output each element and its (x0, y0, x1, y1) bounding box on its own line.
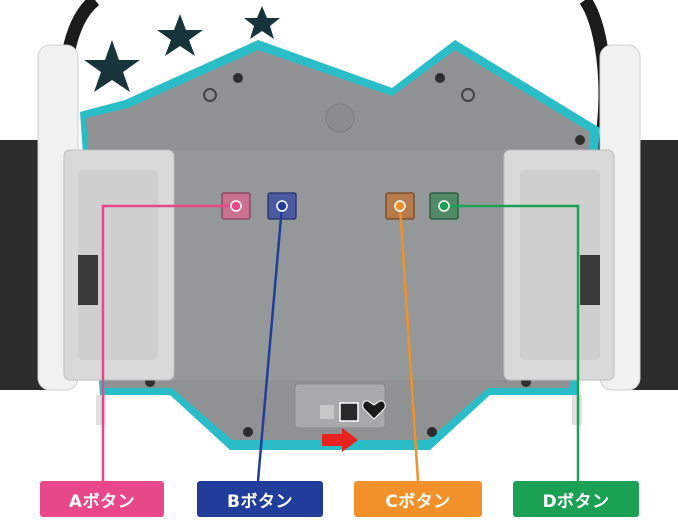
leader-line-b (256, 205, 284, 482)
leader-line-a (101, 204, 236, 481)
label-d-button: Dボタン (513, 481, 639, 517)
center-hole (325, 103, 355, 133)
leader-line-d (444, 204, 580, 481)
label-a-button: Aボタン (40, 481, 164, 517)
star-icon (84, 6, 280, 92)
right-earcup (503, 44, 678, 425)
label-c-button: Cボタン (354, 481, 482, 517)
arrow-right-icon (322, 428, 358, 452)
heart-icon (362, 400, 386, 420)
ring-holes (203, 88, 475, 102)
leader-dots (230, 200, 450, 212)
left-earcup (0, 44, 175, 425)
leader-line-c (398, 205, 420, 482)
label-b-button: Bボタン (197, 481, 323, 517)
base-body-shade (140, 150, 530, 380)
